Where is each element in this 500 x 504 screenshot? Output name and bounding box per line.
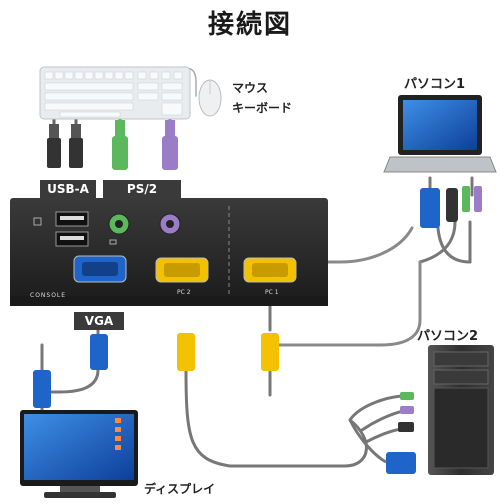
display-monitor xyxy=(20,410,138,498)
usb-a-tag: USB-A xyxy=(40,180,96,198)
display-label: ディスプレイ xyxy=(144,482,216,496)
console-port-label: CONSOLE xyxy=(30,292,67,299)
ps2-tag: PS/2 xyxy=(103,180,181,198)
pc2-port-label: PC 2 xyxy=(177,289,191,296)
laptop-pc1 xyxy=(383,95,497,228)
pc-vga-plugs xyxy=(177,333,279,371)
tower-pc2 xyxy=(348,345,494,475)
keyboard-device xyxy=(39,66,191,120)
kvm-switch xyxy=(10,198,328,306)
usb-ports xyxy=(55,211,89,247)
pc1-label: パソコン1 xyxy=(404,77,466,92)
vga-tag: VGA xyxy=(74,312,124,330)
diagram-title: 接続図 xyxy=(207,10,292,40)
usb-plugs xyxy=(47,124,83,168)
mouse-label: マウス xyxy=(232,81,269,95)
keyboard-label: キーボード xyxy=(232,101,293,115)
ps2-plugs xyxy=(112,120,178,170)
pc1-port-label: PC 1 xyxy=(265,289,279,296)
console-vga-plugs xyxy=(33,334,108,408)
mouse-device xyxy=(198,79,222,117)
pc2-label: パソコン2 xyxy=(417,329,479,344)
